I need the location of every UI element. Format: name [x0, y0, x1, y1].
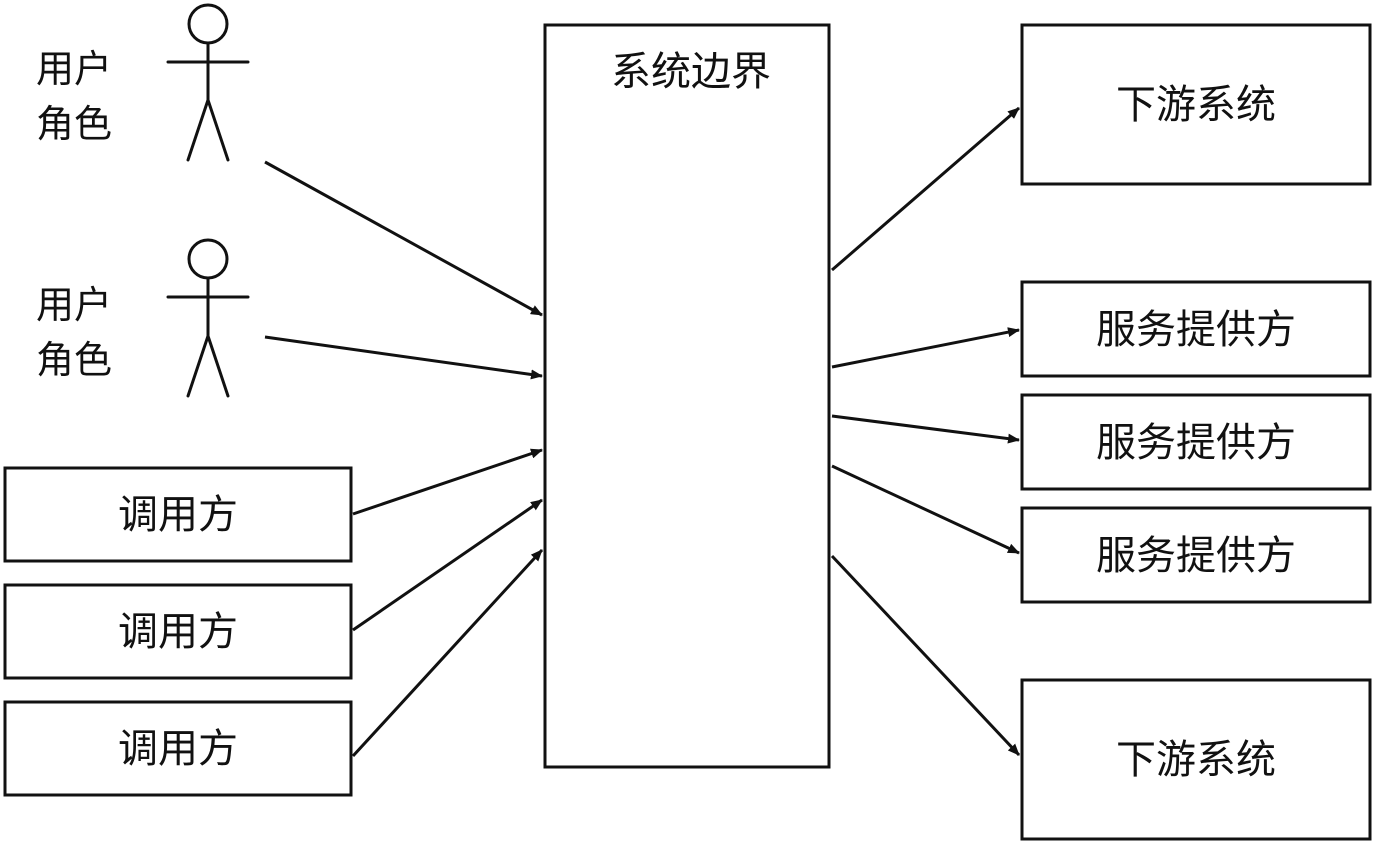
downstream-system-label: 下游系统	[1116, 737, 1276, 783]
arrow-system-to-downstream-2	[830, 554, 1021, 757]
system-boundary-label: 系统边界	[611, 49, 771, 95]
service-provider-box-2: 服务提供方	[1020, 393, 1372, 491]
downstream-system-box-1: 下游系统	[1020, 23, 1372, 186]
arrow-caller2-to-system	[352, 498, 543, 632]
arrow-system-to-provider-3	[831, 464, 1020, 555]
arrow-actor2-to-system	[264, 335, 543, 380]
caller-box-3: 调用方	[3, 700, 353, 797]
arrow-system-to-provider-1	[831, 327, 1020, 369]
user-role-actor-1: 用户 角色	[36, 3, 250, 162]
stick-figure-icon	[166, 3, 250, 162]
arrow-caller3-to-system	[351, 548, 544, 758]
caller-box-2: 调用方	[3, 583, 353, 680]
actor-label-line2: 角色	[36, 338, 112, 382]
caller-label: 调用方	[118, 726, 238, 772]
caller-label: 调用方	[118, 609, 238, 655]
downstream-system-label: 下游系统	[1116, 82, 1276, 128]
service-provider-label: 服务提供方	[1096, 420, 1296, 466]
arrow-system-to-downstream-1	[831, 106, 1020, 272]
service-provider-box-3: 服务提供方	[1020, 506, 1372, 604]
service-provider-box-1: 服务提供方	[1020, 280, 1372, 378]
downstream-system-box-2: 下游系统	[1020, 678, 1372, 841]
system-boundary: 系统边界	[543, 23, 831, 769]
arrow-system-to-provider-2	[831, 414, 1020, 444]
service-provider-label: 服务提供方	[1096, 533, 1296, 579]
actor-label-line1: 用户	[36, 283, 112, 327]
service-provider-label: 服务提供方	[1096, 307, 1296, 353]
caller-label: 调用方	[118, 492, 238, 538]
actor-label-line1: 用户	[36, 47, 112, 91]
stick-figure-icon	[166, 238, 250, 398]
user-role-actor-2: 用户 角色	[36, 238, 250, 398]
arrow-caller1-to-system	[352, 448, 543, 516]
caller-box-1: 调用方	[3, 466, 353, 563]
actor-label-line2: 角色	[36, 102, 112, 146]
arrow-actor1-to-system	[264, 160, 543, 317]
